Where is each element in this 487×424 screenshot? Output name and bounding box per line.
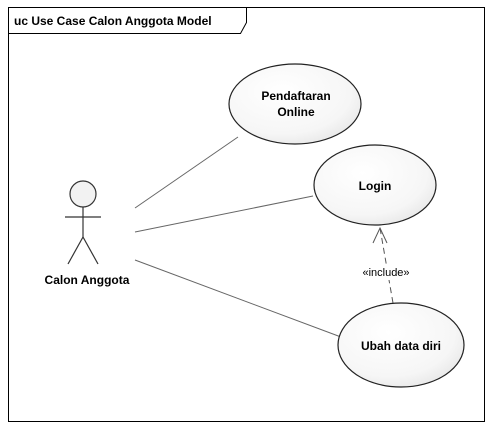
use-case-ellipse xyxy=(313,144,437,226)
actor-left-leg xyxy=(67,236,84,265)
actor-right-leg xyxy=(82,236,99,265)
use-case-ubah-data-diri[interactable]: Ubah data diri xyxy=(337,302,465,388)
use-case-label: Login xyxy=(359,179,392,193)
include-dependency xyxy=(379,227,394,304)
include-arrowhead xyxy=(372,226,388,244)
actor-label: Calon Anggota xyxy=(45,273,130,287)
include-label-bg xyxy=(354,264,420,280)
frame-title-tab xyxy=(8,7,247,34)
frame-title: uc Use Case Calon Anggota Model xyxy=(14,14,212,28)
association-login xyxy=(134,195,314,233)
association-ubah-data xyxy=(134,259,342,338)
use-case-label: Online xyxy=(277,105,315,119)
use-case-pendaftaran-online[interactable]: Pendaftaran Online xyxy=(228,63,362,145)
actor-calon-anggota[interactable] xyxy=(65,180,101,265)
use-case-label: Ubah data diri xyxy=(361,339,441,353)
use-case-ellipse xyxy=(337,302,465,388)
use-case-label: Pendaftaran xyxy=(261,89,330,103)
use-case-ellipse xyxy=(228,63,362,145)
actor-head xyxy=(69,180,97,208)
association-pendaftaran xyxy=(134,136,239,209)
include-label: «include» xyxy=(362,267,409,279)
use-case-login[interactable]: Login xyxy=(313,144,437,226)
